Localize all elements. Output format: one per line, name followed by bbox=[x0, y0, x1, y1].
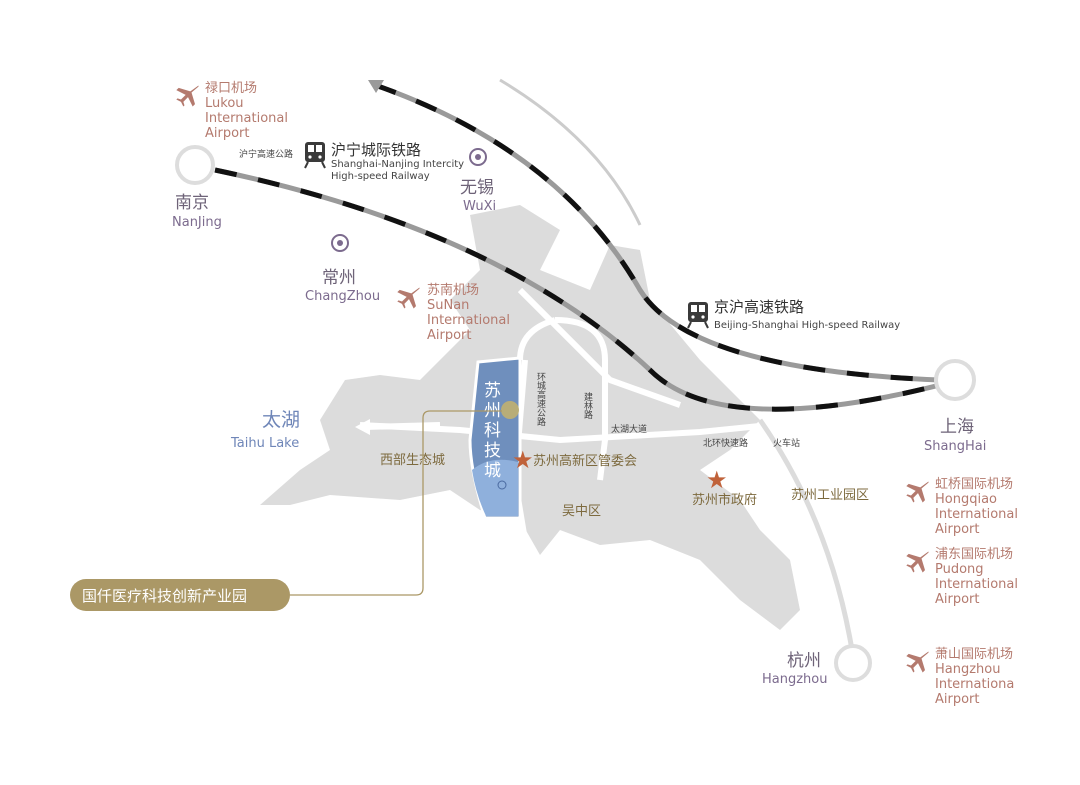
city-hangzhou-en: Hangzhou bbox=[762, 672, 828, 687]
airport-hongqiao[interactable]: 虹桥国际机场 Hongqiao International Airport bbox=[906, 477, 1018, 537]
project-callout[interactable]: 国仟医疗科技创新产业园 bbox=[70, 579, 290, 611]
intercity-rail-en2: High-speed Railway bbox=[331, 171, 430, 182]
callout-label: 国仟医疗科技创新产业园 bbox=[82, 587, 247, 605]
park-char: 苏 bbox=[484, 381, 501, 401]
road-station: 火车站 bbox=[773, 437, 800, 449]
airport-en: SuNan bbox=[427, 298, 469, 313]
wuxi-road bbox=[499, 78, 642, 226]
jinghu-rail-cn: 京沪高速铁路 bbox=[714, 298, 804, 316]
park-char: 科 bbox=[484, 421, 501, 441]
lake-cn: 太湖 bbox=[262, 409, 300, 431]
airport-en: Hongqiao bbox=[935, 492, 997, 507]
road-ring-expressway: 环城高速公路 bbox=[535, 372, 546, 427]
road-north-ring: 北环快速路 bbox=[703, 437, 748, 449]
city-hangzhou-cn: 杭州 bbox=[787, 651, 821, 671]
intercity-rail-en: Shanghai-Nanjing Intercity bbox=[331, 159, 464, 170]
city-shanghai-cn: 上海 bbox=[940, 417, 974, 437]
city-wuxi-en: WuXi bbox=[463, 199, 496, 214]
tech-city-south bbox=[472, 459, 518, 516]
district-west: 西部生态城 bbox=[380, 453, 445, 468]
city-shanghai-en: ShangHai bbox=[924, 439, 986, 454]
airport-en: Hangzhou bbox=[935, 662, 1001, 677]
plane-icon bbox=[906, 551, 929, 573]
airport-en: Internationa bbox=[935, 677, 1014, 692]
road-taihu-avenue: 太湖大道 bbox=[611, 423, 647, 435]
callout-leader-line bbox=[290, 410, 502, 596]
district-gaoxin: 苏州高新区管委会 bbox=[533, 453, 637, 469]
railway-lines bbox=[214, 82, 941, 412]
airport-en: Lukou bbox=[205, 96, 244, 111]
airport-cn: 萧山国际机场 bbox=[935, 647, 1013, 662]
airport-lukou[interactable]: 禄口机场 Lukou International Airport bbox=[176, 81, 288, 141]
road-hn-expressway: 沪宁高速公路 bbox=[239, 148, 293, 160]
train-icon bbox=[303, 140, 327, 170]
wuxi-marker[interactable] bbox=[469, 148, 487, 166]
airport-cn: 苏南机场 bbox=[427, 282, 479, 298]
hangzhou-road bbox=[757, 418, 855, 651]
airport-en: International bbox=[935, 577, 1018, 592]
city-changzhou-en: ChangZhou bbox=[305, 289, 380, 304]
small-target-icon bbox=[497, 480, 507, 490]
train-icon bbox=[686, 300, 710, 330]
plane-icon bbox=[176, 85, 199, 107]
lake-en: Taihu Lake bbox=[230, 436, 299, 451]
road-jianlin: 建林路 bbox=[582, 391, 593, 420]
airport-en: Airport bbox=[427, 328, 472, 343]
airport-cn: 禄口机场 bbox=[205, 81, 257, 96]
park-char: 技 bbox=[484, 441, 501, 461]
taihu-avenue-arrow bbox=[364, 422, 441, 430]
changzhou-marker[interactable] bbox=[331, 234, 349, 252]
rail-arrowhead bbox=[368, 80, 384, 93]
plane-icon bbox=[397, 287, 420, 309]
airport-cn: 虹桥国际机场 bbox=[935, 477, 1013, 492]
star-icon: ★ bbox=[706, 466, 728, 494]
park-marker-icon bbox=[501, 401, 519, 419]
shanghai-marker[interactable] bbox=[934, 359, 976, 401]
park-char: 城 bbox=[484, 461, 501, 481]
jinghu-rail-en: Beijing-Shanghai High-speed Railway bbox=[714, 320, 900, 331]
airport-en: Airport bbox=[205, 126, 250, 141]
airport-en: International bbox=[935, 507, 1018, 522]
airport-en: Airport bbox=[935, 692, 980, 707]
district-sip: 苏州工业园区 bbox=[791, 487, 869, 503]
star-icon: ★ bbox=[512, 446, 534, 474]
airport-cn: 浦东国际机场 bbox=[935, 547, 1013, 562]
city-nanjing-cn: 南京 bbox=[175, 193, 209, 213]
plane-icon bbox=[906, 481, 929, 503]
airport-en: Pudong bbox=[935, 562, 984, 577]
hangzhou-marker[interactable] bbox=[834, 644, 872, 682]
city-wuxi-cn: 无锡 bbox=[460, 178, 494, 198]
airport-en: International bbox=[427, 313, 510, 328]
district-gov: 苏州市政府 bbox=[692, 492, 757, 508]
intercity-rail-cn: 沪宁城际铁路 bbox=[331, 141, 421, 159]
city-nanjing-en: NanJing bbox=[172, 215, 222, 230]
airport-en: International bbox=[205, 111, 288, 126]
airport-xiaoshan[interactable]: 萧山国际机场 Hangzhou Internationa Airport bbox=[906, 647, 1014, 707]
airport-sunan[interactable]: 苏南机场 SuNan International Airport bbox=[397, 282, 510, 343]
airport-pudong[interactable]: 浦东国际机场 Pudong International Airport bbox=[906, 547, 1018, 607]
arrowhead bbox=[355, 419, 370, 435]
airport-en: Airport bbox=[935, 522, 980, 537]
nanjing-marker[interactable] bbox=[175, 145, 215, 185]
airport-en: Airport bbox=[935, 592, 980, 607]
district-wuzhong: 吴中区 bbox=[562, 504, 601, 519]
plane-icon bbox=[906, 651, 929, 673]
city-changzhou-cn: 常州 bbox=[322, 268, 356, 288]
land-area bbox=[260, 205, 800, 630]
